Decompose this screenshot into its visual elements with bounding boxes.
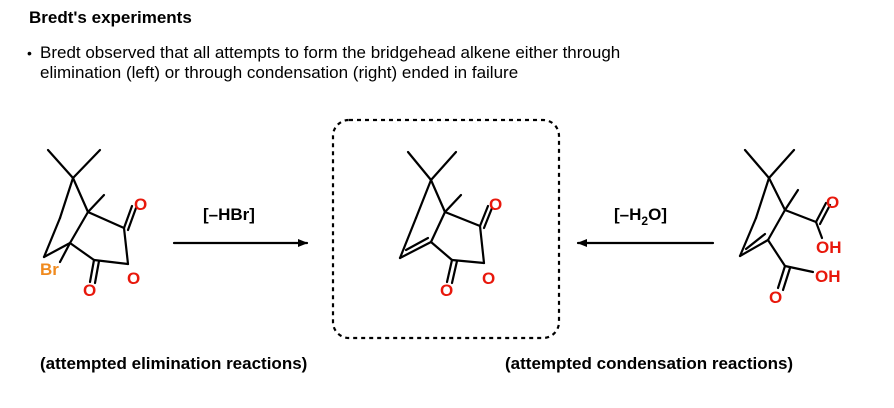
reagent-minus-hbr: [–HBr] [203,205,255,224]
center-ring-oxygen: O [482,269,495,288]
center-carbonyl-oxygen-top: O [489,195,502,214]
right-reaction-arrow: [–H2O] [576,205,715,247]
bullet-text: • Bredt observed that all attempts to fo… [27,43,621,83]
target-highlight-box [331,118,561,340]
page-title: Bredt's experiments [29,8,192,27]
left-molecule: O O O Br [40,148,147,300]
bullet-dot: • [27,45,32,61]
center-molecule: O O O [398,150,502,300]
left-ring-oxygen: O [127,269,140,288]
reagent-minus-water: [–H2O] [614,205,667,228]
caption-condensation: (attempted condensation reactions) [505,354,794,373]
right-hydroxyl-top: OH [816,238,842,257]
bullet-line-1: Bredt observed that all attempts to form… [40,43,621,62]
left-carbonyl-oxygen-bottom: O [83,281,96,300]
right-acid-oxygen-bottom: O [769,288,782,307]
bromine-label: Br [40,260,59,279]
bullet-line-2: elimination (left) or through condensati… [40,63,519,82]
right-molecule: O OH OH O [738,148,842,307]
left-carbonyl-oxygen-top: O [134,195,147,214]
left-reaction-arrow: [–HBr] [172,205,309,247]
right-hydroxyl-bottom: OH [815,267,841,286]
center-carbonyl-oxygen-bottom: O [440,281,453,300]
right-acid-oxygen-top: O [826,193,839,212]
caption-elimination: (attempted elimination reactions) [40,354,308,373]
